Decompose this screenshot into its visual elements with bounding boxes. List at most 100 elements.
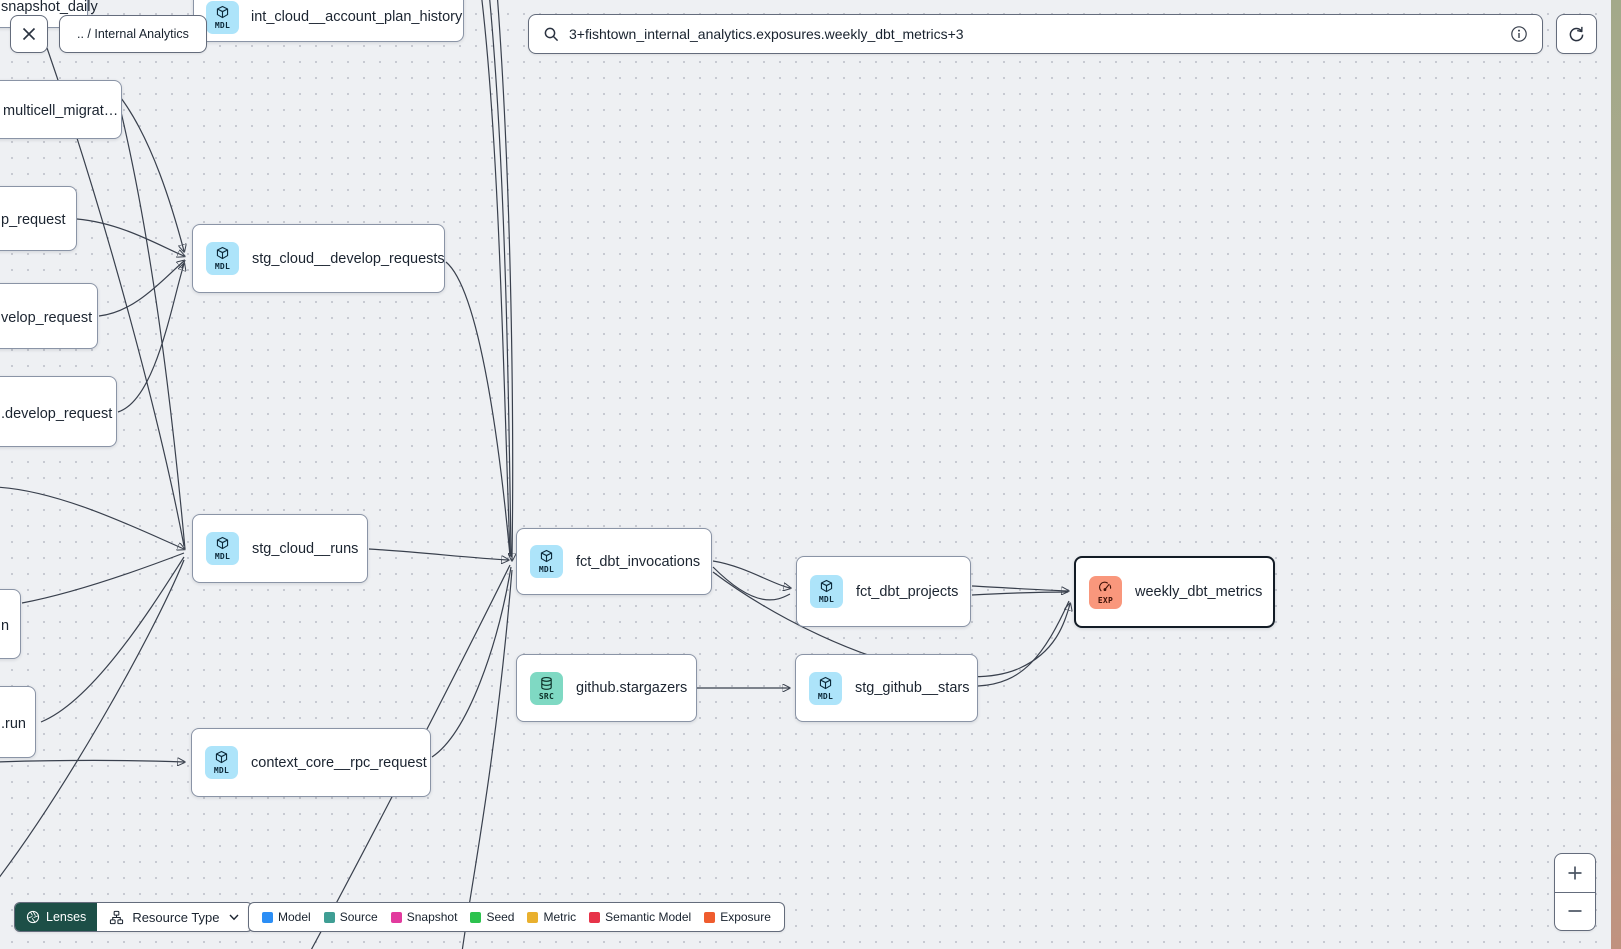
node-velop-request[interactable]: velop_request (0, 283, 98, 349)
badge-label: SRC (538, 691, 555, 701)
badge-label: MDL (817, 691, 834, 701)
search-input[interactable] (569, 26, 1510, 42)
edge (712, 560, 790, 588)
legend-item-model: Model (262, 910, 311, 924)
edge (120, 111, 186, 550)
mdl-badge: MDL (206, 532, 239, 565)
node-n-node[interactable]: n (0, 589, 21, 659)
mdl-badge: MDL (205, 746, 238, 779)
info-icon[interactable] (1510, 25, 1528, 43)
node-fct-dbt-invocations[interactable]: MDL fct_dbt_invocations (516, 528, 712, 595)
lenses-pill: Lenses Resource Type (14, 902, 253, 932)
edge (76, 218, 184, 256)
edge (120, 97, 184, 251)
node-label: p_request (1, 212, 66, 228)
edge (461, 569, 513, 949)
src-badge: SRC (530, 671, 563, 705)
close-button[interactable] (10, 15, 48, 53)
node-label: n (1, 618, 10, 634)
node-github-stargazers[interactable]: SRC github.stargazers (516, 654, 697, 722)
zoom-controls (1554, 853, 1596, 931)
chevron-down-icon (229, 914, 239, 921)
node-label: snapshot_daily (1, 0, 98, 15)
lenses-aperture-icon (26, 910, 40, 924)
edge (0, 486, 184, 549)
edge (712, 566, 791, 601)
node-label: .run (1, 716, 26, 732)
edge (481, 0, 511, 555)
edge (971, 591, 1069, 596)
node-stg-github-stars[interactable]: MDL stg_github__stars (795, 654, 978, 722)
node-label: multicell_migrat… (3, 103, 119, 119)
model-cube-icon (216, 536, 229, 550)
node-p-request[interactable]: p_request (0, 186, 77, 251)
legend-label: Exposure (720, 910, 771, 924)
model-cube-icon (215, 750, 228, 764)
node-run-node[interactable]: .run (0, 686, 36, 758)
node-context-core-rpc-request[interactable]: MDL context_core__rpc_request (191, 728, 431, 797)
desktop-edge-strip (1611, 0, 1621, 949)
resource-type-button[interactable]: Resource Type (97, 903, 251, 931)
badge-label: MDL (818, 595, 835, 604)
refresh-button[interactable] (1556, 14, 1597, 54)
badge-label: EXP (1097, 595, 1114, 605)
node-multicell-migrat[interactable]: multicell_migrat… (0, 80, 122, 139)
lenses-button[interactable]: Lenses (15, 903, 98, 931)
search-icon (544, 27, 559, 41)
mdl-badge: MDL (206, 242, 239, 275)
edge (117, 264, 184, 413)
exposure-gauge-icon (1099, 581, 1112, 591)
refresh-icon (1569, 26, 1584, 41)
exp-badge: EXP (1089, 575, 1122, 609)
mdl-badge: MDL (810, 575, 843, 608)
edge (0, 559, 185, 878)
legend-swatch (704, 911, 716, 923)
legend-label: Model (278, 910, 311, 924)
zoom-in-button[interactable] (1555, 854, 1595, 892)
mdl-badge: MDL (530, 545, 563, 578)
breadcrumb[interactable]: .. / Internal Analytics (59, 15, 207, 53)
legend-item-snapshot: Snapshot (390, 910, 458, 924)
model-cube-icon (216, 246, 229, 260)
legend-swatch (527, 911, 539, 923)
node-label: fct_dbt_invocations (576, 553, 701, 570)
plus-icon (1568, 866, 1582, 880)
legend-item-metric: Metric (527, 910, 576, 924)
model-cube-icon (216, 5, 229, 19)
legend-swatch (262, 911, 273, 923)
model-cube-icon (819, 676, 832, 689)
node-label: stg_cloud__develop_requests (252, 250, 445, 267)
legend-item-exposure: Exposure (704, 910, 771, 924)
legend-label: Semantic Model (605, 910, 692, 924)
node-label: velop_request (1, 310, 93, 326)
edge (971, 585, 1068, 591)
mdl-badge: MDL (809, 671, 842, 705)
badge-label: MDL (214, 262, 231, 271)
resource-type-label: Resource Type (132, 909, 220, 925)
legend-swatch (390, 911, 402, 923)
edge (496, 0, 513, 560)
mdl-badge: MDL (206, 1, 239, 34)
legend-item-semantic-model: Semantic Model (589, 910, 691, 924)
search-bar[interactable] (528, 14, 1543, 54)
edge (0, 761, 184, 763)
badge-label: MDL (214, 552, 231, 561)
zoom-out-button[interactable] (1555, 891, 1595, 931)
node-label: int_cloud__account_plan_history (251, 9, 463, 25)
node-label: github.stargazers (576, 680, 688, 696)
edge (40, 556, 185, 723)
node-int-cloud-account-plan-history[interactable]: MDL int_cloud__account_plan_history (193, 0, 464, 42)
edge (489, 0, 512, 558)
legend-swatch (323, 911, 335, 923)
node-label: stg_github__stars (855, 680, 970, 696)
node-develop-request[interactable]: .develop_request (0, 376, 117, 447)
legend-swatch (589, 911, 601, 923)
node-label: context_core__rpc_request (251, 754, 427, 771)
node-stg-cloud-develop-requests[interactable]: MDL stg_cloud__develop_requests (192, 224, 445, 293)
legend-label: Snapshot (406, 910, 458, 924)
